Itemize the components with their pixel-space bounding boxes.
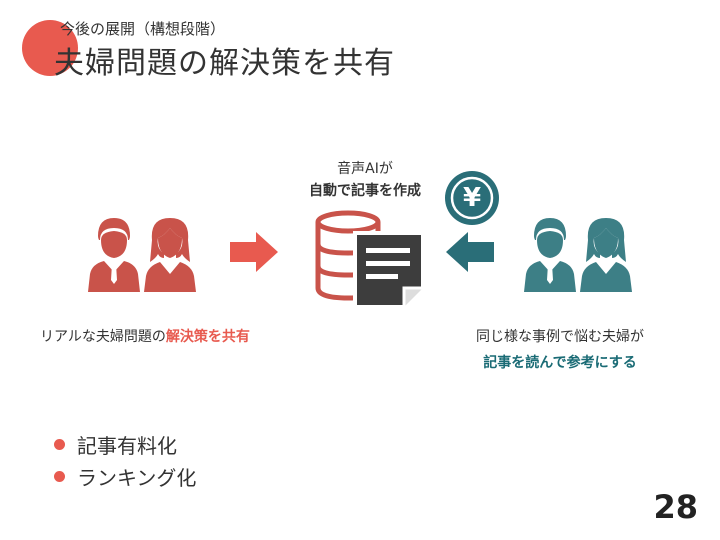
arrow-right-icon [230, 232, 278, 272]
bullet-item: ランキング化 [54, 460, 196, 492]
center-label-line1: 音声AIが [337, 161, 393, 177]
bullet-dot-icon [54, 470, 65, 482]
arrow-left-icon [446, 232, 494, 272]
bullet-text: 記事有料化 [77, 433, 177, 458]
center-label-line2: 自動で記事を作成 [309, 183, 421, 199]
slide-title: 夫婦問題の解決策を共有 [54, 46, 395, 81]
slide-subtitle: 今後の展開（構想段階） [60, 20, 226, 38]
bullet-dot-icon [54, 438, 65, 450]
yen-coin-icon [445, 171, 499, 225]
bullet-text: ランキング化 [77, 465, 197, 490]
right-caption-line1: 同じ様な事例で悩む夫婦が [476, 329, 644, 345]
couple-icon-red [88, 218, 196, 292]
left-caption: リアルな夫婦問題の解決策を共有 [40, 326, 250, 346]
left-caption-prefix: リアルな夫婦問題の [40, 329, 166, 345]
left-caption-highlight: 解決策を共有 [165, 329, 250, 345]
page-number: 28 [653, 488, 698, 526]
couple-icon-teal [524, 218, 632, 292]
document-icon [353, 231, 425, 308]
bullet-item: 記事有料化 [54, 428, 196, 460]
yen-symbol: ¥ [462, 183, 482, 213]
title-accent-circle [22, 20, 78, 76]
bullet-list: 記事有料化 ランキング化 [54, 428, 196, 492]
right-caption-line2: 記事を読んで参考にする [483, 355, 637, 371]
